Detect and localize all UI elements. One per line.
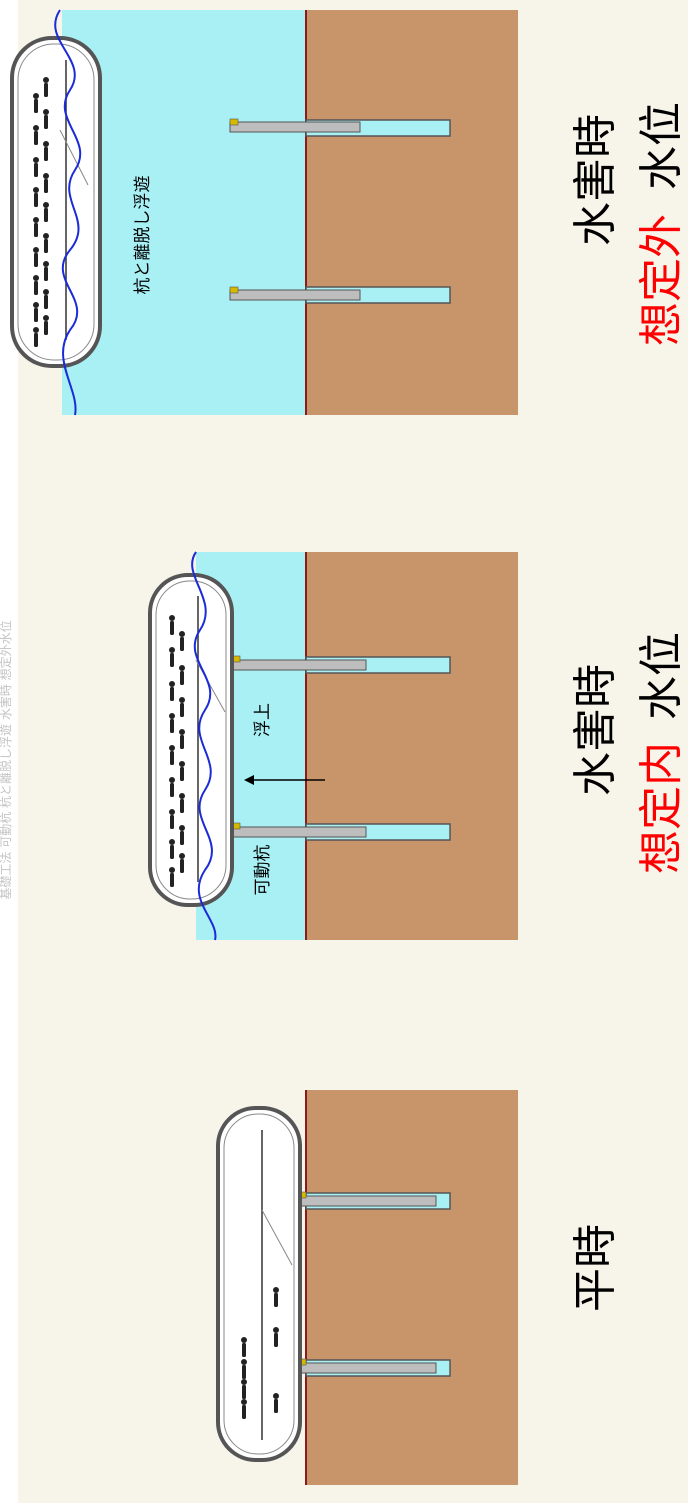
capsule-shelter [148, 551, 234, 941]
caption-flood: 水害時 [570, 664, 621, 796]
pile [297, 1191, 451, 1210]
caption-water-level: 水位 [636, 632, 687, 720]
caption-expected: 想定内 [636, 742, 687, 874]
ground-region [306, 552, 518, 940]
float-label: 杭と離脱し浮遊 [133, 176, 153, 295]
top-strip-text: 基礎工法 可動杭 杭と離脱し浮遊 水害時 想定外水位 [0, 620, 13, 899]
float-up-label: 浮上 [253, 703, 273, 737]
movable-pile-label: 可動杭 [253, 845, 273, 896]
pile [229, 118, 451, 137]
caption-unexpected: 想定外 [636, 214, 687, 346]
water-surface-line [54, 9, 82, 416]
capsule-shelter [10, 9, 102, 416]
top-strip: 基礎工法 可動杭 杭と離脱し浮遊 水害時 想定外水位 [0, 0, 18, 1503]
pile [231, 822, 451, 841]
panel-flood-expected: 浮上 可動杭 水害時 想定内 水位 [148, 551, 687, 941]
water-region [62, 10, 306, 415]
ground-region [306, 10, 518, 415]
caption-water-level: 水位 [636, 102, 687, 190]
panel-normal: 平時 [216, 1090, 621, 1485]
pile [229, 286, 451, 304]
capsule-shelter [216, 1106, 302, 1462]
caption-flood: 水害時 [570, 114, 621, 246]
float-arrow [244, 775, 325, 785]
ground-region [306, 1090, 518, 1485]
water-surface-line [191, 551, 217, 941]
caption-normal: 平時 [570, 1224, 621, 1312]
pile [231, 655, 451, 674]
panel-flood-unexpected: 杭と離脱し浮遊 水害時 想定外 水位 [10, 9, 687, 416]
pile [297, 1358, 451, 1377]
